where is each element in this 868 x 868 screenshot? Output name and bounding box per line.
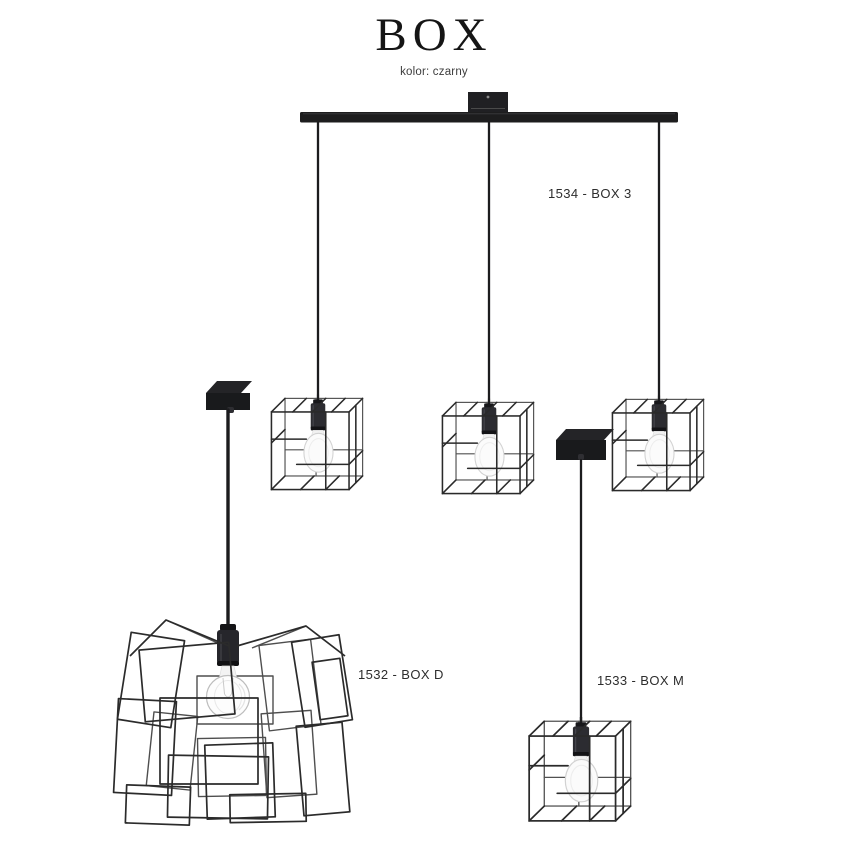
pendant-lamp-box-d xyxy=(112,381,354,826)
pendant-lamp-box-3 xyxy=(271,92,703,494)
page-title: BOX xyxy=(375,9,493,61)
cube-shade-left xyxy=(271,395,362,490)
product-label-boxd: 1532 - BOX D xyxy=(358,667,444,682)
socket xyxy=(217,624,239,666)
cube-shade-middle xyxy=(442,399,533,494)
product-label-box3: 1534 - BOX 3 xyxy=(548,186,632,201)
cube-shade xyxy=(529,717,631,821)
screw-dot xyxy=(486,95,490,99)
cube-shade-right xyxy=(612,396,703,491)
ceiling-bar xyxy=(300,112,678,123)
ceiling-canopy xyxy=(556,429,614,460)
clear-globe-bulb xyxy=(205,665,251,720)
wire-shade-front xyxy=(112,619,354,826)
pendant-lamp-box-m xyxy=(529,429,631,821)
ceiling-mount-bracket xyxy=(468,92,508,113)
ceiling-canopy xyxy=(206,381,252,413)
product-label-boxm: 1533 - BOX M xyxy=(597,673,685,688)
page-subtitle: kolor: czarny xyxy=(400,66,468,78)
